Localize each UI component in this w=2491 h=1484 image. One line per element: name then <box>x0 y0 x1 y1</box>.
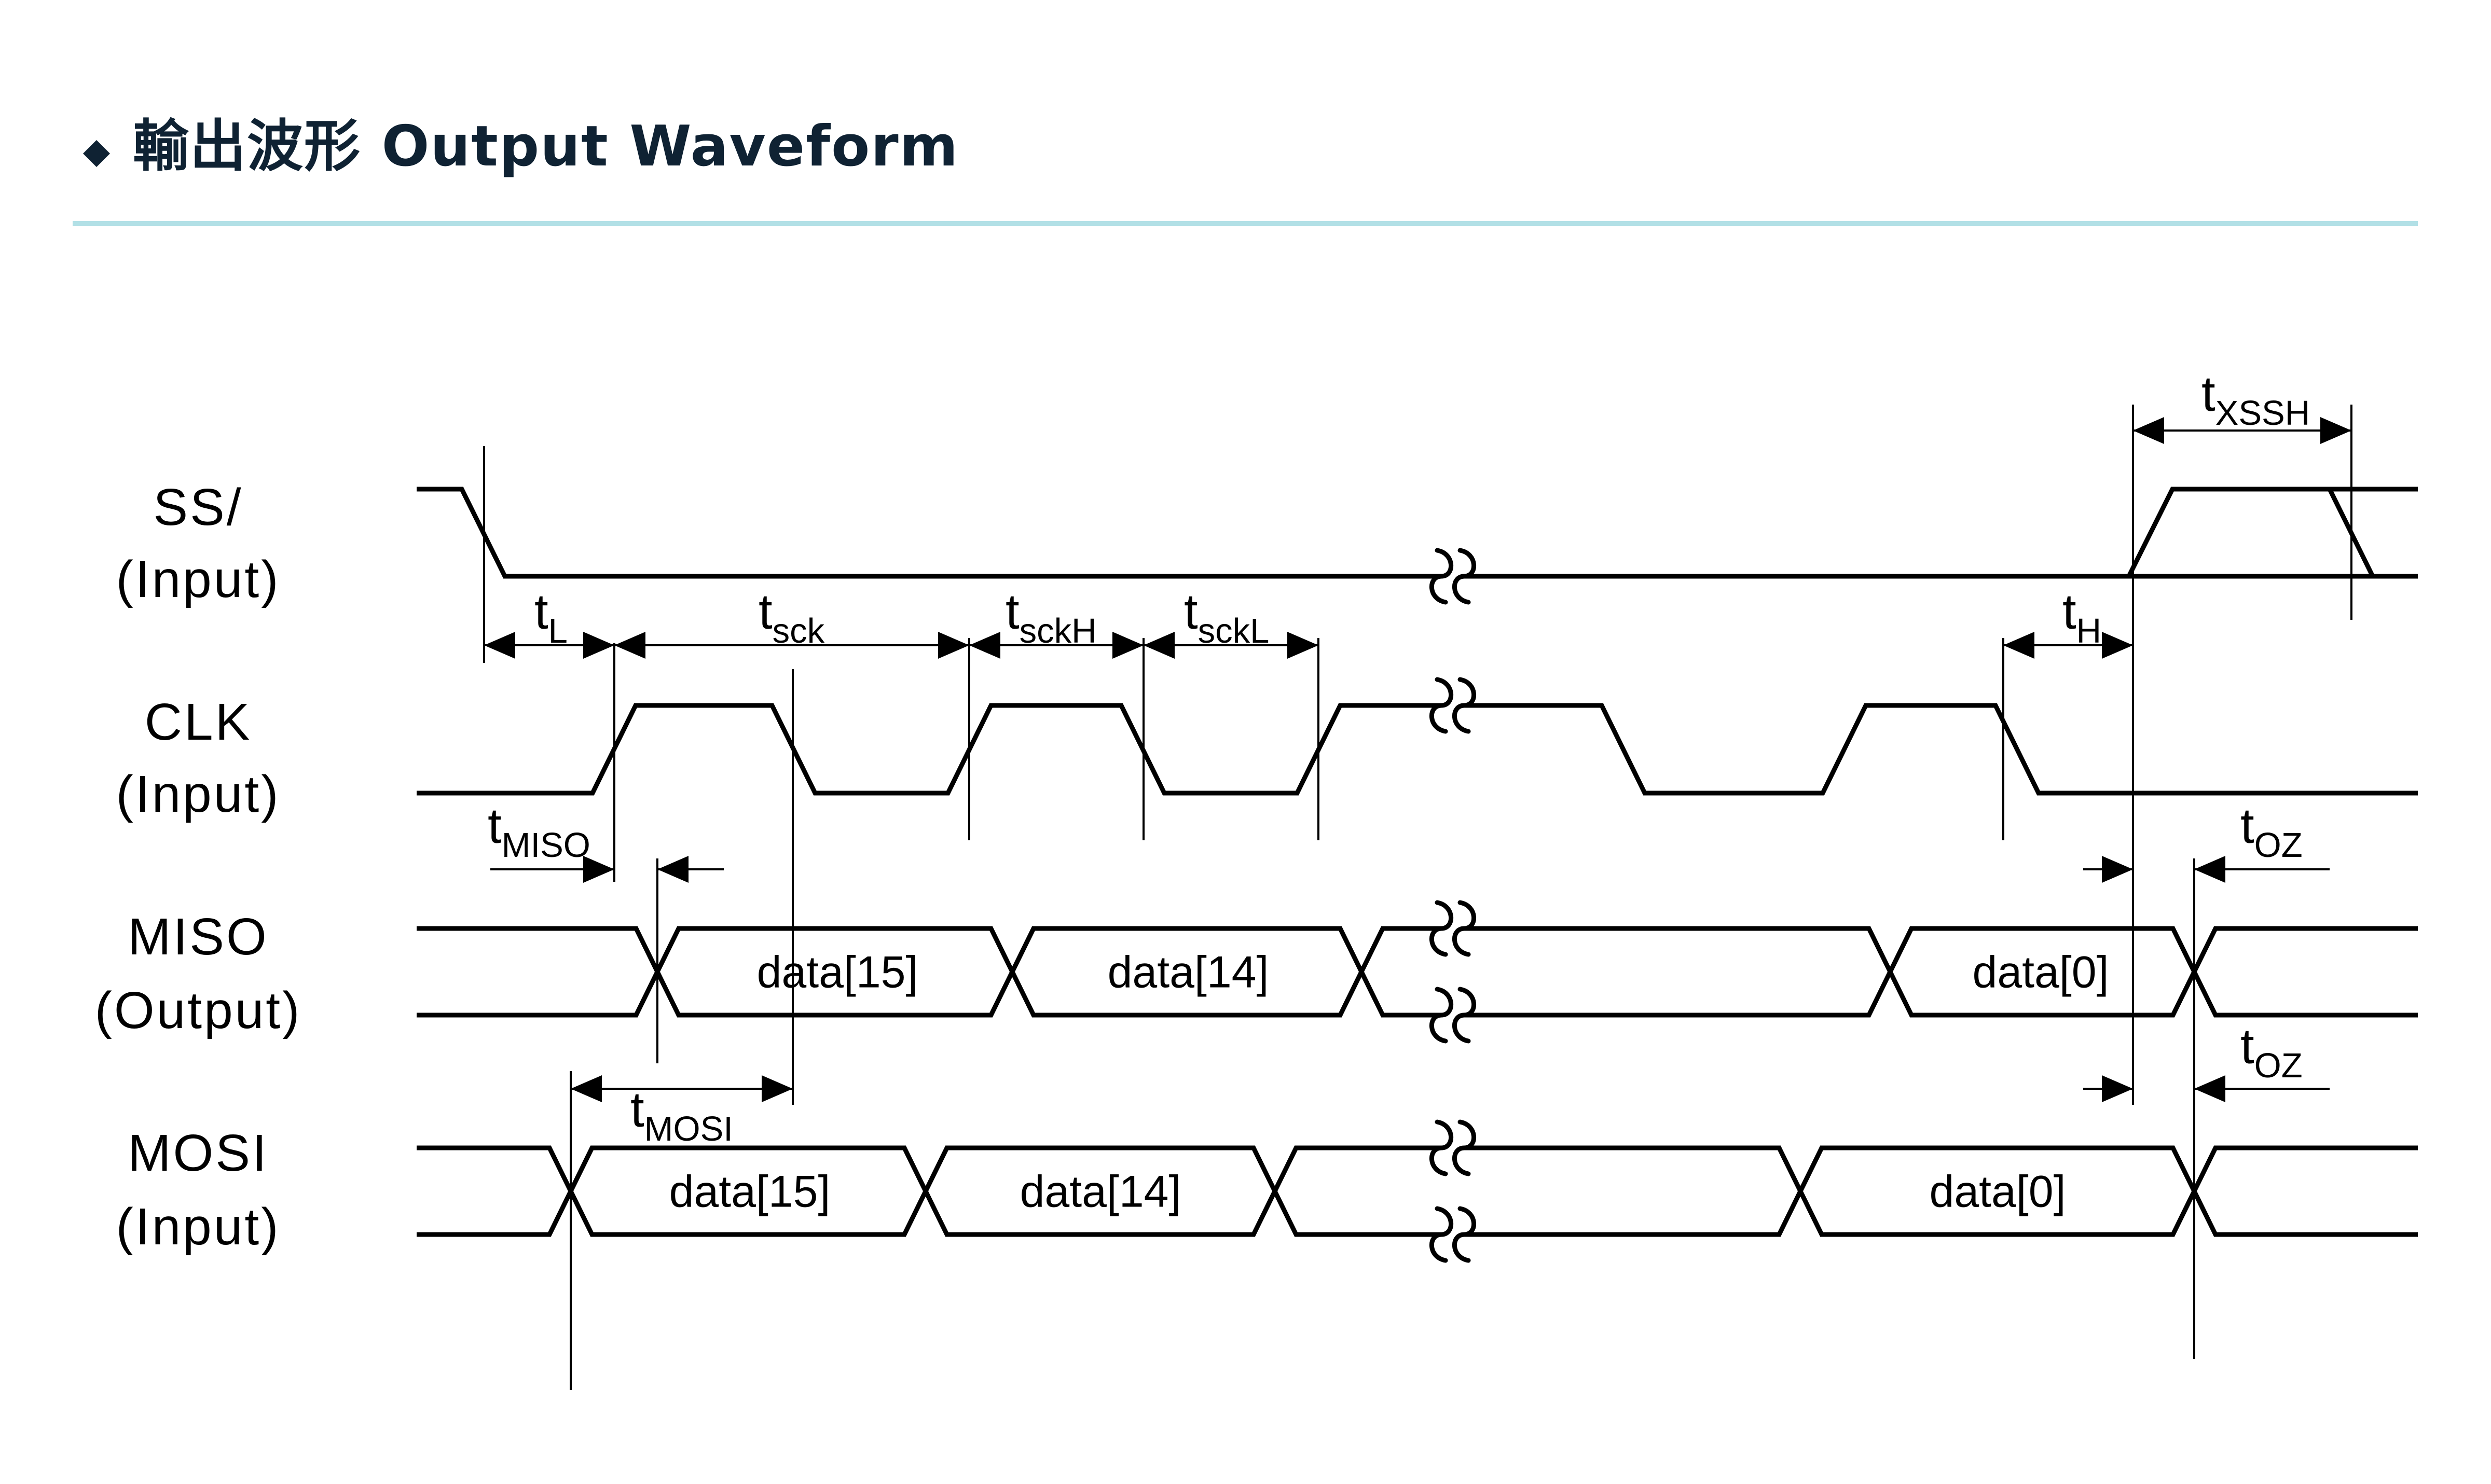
arrow-right-icon <box>2102 1075 2133 1102</box>
arrow-left-icon <box>484 632 515 659</box>
ss-waveform-low <box>417 487 2418 579</box>
arrow-right-icon <box>583 632 614 659</box>
signal-name-mosi: MOSI <box>128 1124 269 1182</box>
arrow-left-icon <box>2003 632 2034 659</box>
arrow-left-icon <box>969 632 1000 659</box>
miso-waveform-a <box>417 926 2418 1018</box>
break-marks <box>1428 548 1478 1263</box>
miso-data-label: data[15] <box>757 948 918 997</box>
dimension-tXSSH: tXSSH <box>2133 366 2351 444</box>
timing-label-tH: tH <box>2062 584 2101 650</box>
timing-label-tL: tL <box>534 584 568 650</box>
timing-label-tOZ_miso: tOZ <box>2240 798 2303 865</box>
arrow-left-icon <box>2194 1075 2225 1102</box>
timing-label-tsck: tsck <box>759 584 825 650</box>
mosi-data-label: data[15] <box>669 1167 831 1217</box>
signal-direction-clk: (Input) <box>116 765 280 823</box>
arrow-right-icon <box>583 856 614 883</box>
clk-waveform-b <box>1453 703 2418 796</box>
arrow-right-icon <box>1112 632 1144 659</box>
mosi-waveform-b <box>417 1145 2418 1237</box>
arrow-right-icon <box>2102 856 2133 883</box>
arrow-right-icon <box>762 1075 793 1102</box>
miso-break-low <box>1428 987 1478 1044</box>
dimension-tsckH: tsckH <box>969 584 1144 659</box>
ss-waveform-rise <box>2126 487 2418 578</box>
arrow-left-icon <box>1144 632 1175 659</box>
mosi-data-label: data[0] <box>1930 1167 2066 1217</box>
dimension-tMISO: tMISO <box>488 798 724 883</box>
arrow-left-icon <box>614 632 645 659</box>
dimension-tL: tL <box>484 584 614 659</box>
ss-break <box>1428 548 1478 605</box>
mosi-break-high <box>1428 1119 1478 1176</box>
section-title: 輸出波形 Output Waveform <box>133 114 959 179</box>
waveforms <box>417 487 2418 1237</box>
timing-label-tMOSI: tMOSI <box>630 1082 733 1148</box>
arrow-left-icon <box>2194 856 2225 883</box>
timing-label-tMISO: tMISO <box>488 798 590 865</box>
signal-name-clk: CLK <box>145 693 252 751</box>
miso-data-label: data[0] <box>1973 948 2109 997</box>
arrow-left-icon <box>2133 417 2164 444</box>
arrow-left-icon <box>657 856 689 883</box>
miso-data-label: data[14] <box>1108 948 1269 997</box>
diamond-icon <box>83 140 110 167</box>
arrow-right-icon <box>2102 632 2133 659</box>
mosi-break-low <box>1428 1206 1478 1263</box>
signal-direction-miso: (Output) <box>95 981 302 1039</box>
signal-direction-mosi: (Input) <box>116 1198 280 1256</box>
dimension-tMOSI: tMOSI <box>571 1075 793 1148</box>
data-labels: data[15] data[14] data[0] data[15] data[14] d… <box>669 948 2109 1217</box>
dimension-tOZ_miso: tOZ <box>2083 798 2330 883</box>
timing-label-tXSSH: tXSSH <box>2201 366 2310 433</box>
signal-name-ss: SS/ <box>153 478 243 536</box>
mosi-data-label: data[14] <box>1020 1167 1181 1217</box>
signal-labels: SS/ (Input) CLK (Input) MISO (Output) MOSI (Inp… <box>95 478 302 1256</box>
arrow-left-icon <box>571 1075 602 1102</box>
clk-waveform-a <box>417 703 1453 796</box>
signal-direction-ss: (Input) <box>116 550 280 608</box>
ss-waveform-fall <box>2327 488 2375 577</box>
arrow-right-icon <box>1287 632 1318 659</box>
miso-waveform-b <box>417 926 2418 1018</box>
guide-lines <box>483 405 2352 1390</box>
dimension-tsckL: tsckL <box>1144 584 1318 659</box>
miso-break-high <box>1428 900 1478 957</box>
title-underline <box>73 221 2418 226</box>
arrow-right-icon <box>938 632 969 659</box>
timing-dimensions: tL tsck tsckH tsckL tH tXSSH tMOSI tMISO tOZ tOZ <box>484 366 2351 1148</box>
dimension-tOZ_mosi: tOZ <box>2083 1019 2330 1102</box>
arrow-right-icon <box>2320 417 2351 444</box>
clk-break <box>1428 677 1478 734</box>
section-header: 輸出波形 Output Waveform <box>0 0 2491 239</box>
signal-name-miso: MISO <box>128 908 269 966</box>
dimension-tH: tH <box>2003 584 2133 659</box>
dimension-tsck: tsck <box>614 584 969 659</box>
timing-label-tOZ_mosi: tOZ <box>2240 1019 2303 1085</box>
timing-label-tsckH: tsckH <box>1006 584 1097 650</box>
timing-label-tsckL: tsckL <box>1184 584 1269 650</box>
